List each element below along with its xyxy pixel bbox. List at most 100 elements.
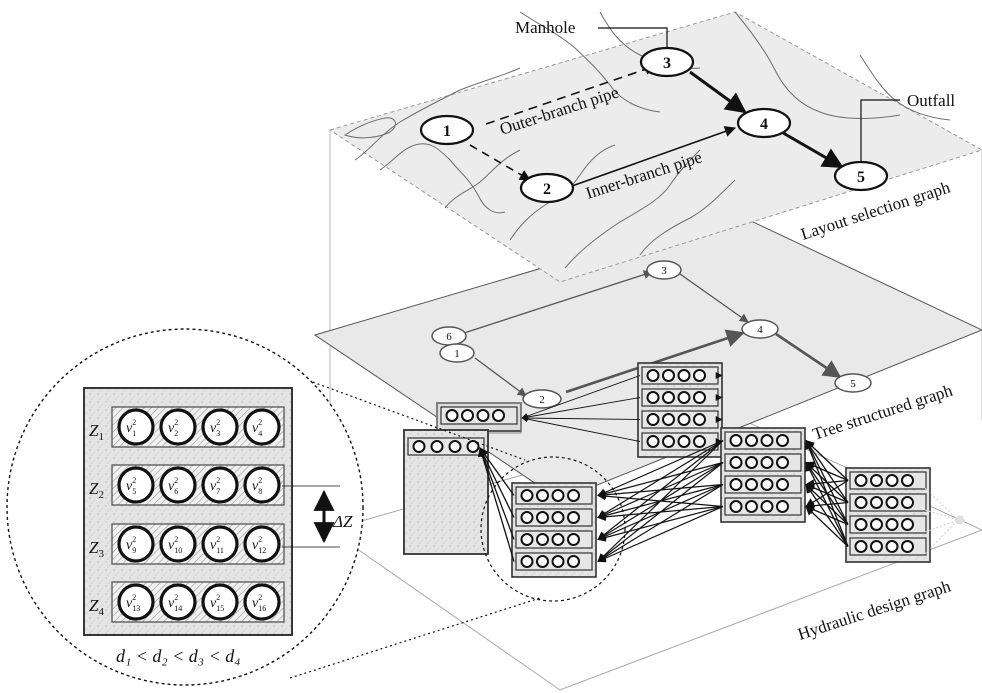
design-node <box>693 391 706 404</box>
delta-z-label: ΔZ <box>332 512 353 531</box>
design-block-left <box>403 429 489 555</box>
tree-node-5: 5 <box>834 373 872 393</box>
svg-text:5: 5 <box>857 169 865 186</box>
tree-edge-3-4 <box>679 273 749 323</box>
design-arrow <box>597 505 724 542</box>
design-node <box>476 409 490 422</box>
design-node <box>677 435 691 448</box>
design-node <box>567 555 580 568</box>
design-node <box>901 540 914 553</box>
design-node <box>693 413 706 426</box>
design-node <box>536 533 549 546</box>
design-node <box>662 391 675 404</box>
design-block-node5 <box>845 467 931 563</box>
tree-node-1: 1 <box>439 343 475 363</box>
design-arrow <box>521 414 641 422</box>
tree-node-4: 4 <box>741 319 779 339</box>
design-node <box>885 540 899 553</box>
design-arrow <box>478 447 515 540</box>
design-node <box>567 511 580 524</box>
edge-4-5 <box>777 128 844 169</box>
design-node <box>662 435 675 448</box>
layout-node-4: 4 <box>736 107 792 139</box>
design-node <box>677 413 691 426</box>
design-node <box>662 369 675 382</box>
layout-node-1: 1 <box>419 114 475 146</box>
svg-text:3: 3 <box>663 55 671 72</box>
design-node <box>760 478 774 491</box>
design-node <box>461 409 474 422</box>
design-node <box>520 489 534 502</box>
svg-text:4: 4 <box>757 324 763 336</box>
design-block-back <box>436 402 522 432</box>
delta-z-indicator: ΔZ <box>282 485 353 548</box>
zoom-source-circle <box>480 456 626 602</box>
design-node <box>677 369 691 382</box>
tree-edge-1-2 <box>474 357 527 397</box>
design-node <box>729 478 743 491</box>
design-node <box>492 409 505 422</box>
design-node <box>567 489 580 502</box>
design-node <box>693 369 706 382</box>
design-arrow <box>597 505 724 563</box>
design-node <box>870 496 883 509</box>
svg-text:3: 3 <box>661 265 667 277</box>
design-node <box>760 434 774 447</box>
edge-3-4 <box>689 70 747 114</box>
design-node <box>445 409 459 422</box>
design-node <box>745 434 758 447</box>
diameter-relation-label: d₁ < d₂ < d₃ < d₄ <box>116 646 240 666</box>
design-node <box>854 496 868 509</box>
svg-text:2: 2 <box>539 394 545 406</box>
design-node <box>745 456 758 469</box>
design-node <box>854 474 868 487</box>
svg-text:1: 1 <box>443 123 451 140</box>
design-node <box>870 474 883 487</box>
design-arrow <box>477 447 515 562</box>
design-node <box>551 533 565 546</box>
design-arrow <box>597 491 724 508</box>
design-arrow <box>521 397 641 421</box>
design-node <box>520 555 534 568</box>
design-arrow <box>479 447 515 518</box>
design-arrow <box>521 375 641 420</box>
design-node <box>854 518 868 531</box>
design-node <box>870 518 883 531</box>
design-node <box>536 511 549 524</box>
design-node <box>551 511 565 524</box>
design-node <box>885 474 899 487</box>
svg-text:4: 4 <box>760 116 768 133</box>
design-arrow <box>597 505 724 522</box>
design-node <box>901 496 914 509</box>
design-block-node3 <box>637 362 723 458</box>
design-arrow <box>805 505 849 547</box>
tree-nodes: 6 1 2 3 4 5 <box>431 260 872 409</box>
layout-nodes: 1 2 3 4 5 <box>419 46 889 204</box>
design-node <box>536 489 549 502</box>
design-node <box>567 533 580 546</box>
design-node <box>870 540 883 553</box>
design-arrow <box>805 439 849 503</box>
design-block-node4 <box>720 427 806 523</box>
edge-1-2-dashed <box>469 144 531 181</box>
design-node <box>551 555 565 568</box>
design-arrow <box>805 439 849 525</box>
inner-branch-pipe-edge <box>571 126 737 187</box>
design-node <box>776 434 789 447</box>
design-node <box>551 489 565 502</box>
design-node <box>646 413 660 426</box>
design-node <box>776 500 789 513</box>
